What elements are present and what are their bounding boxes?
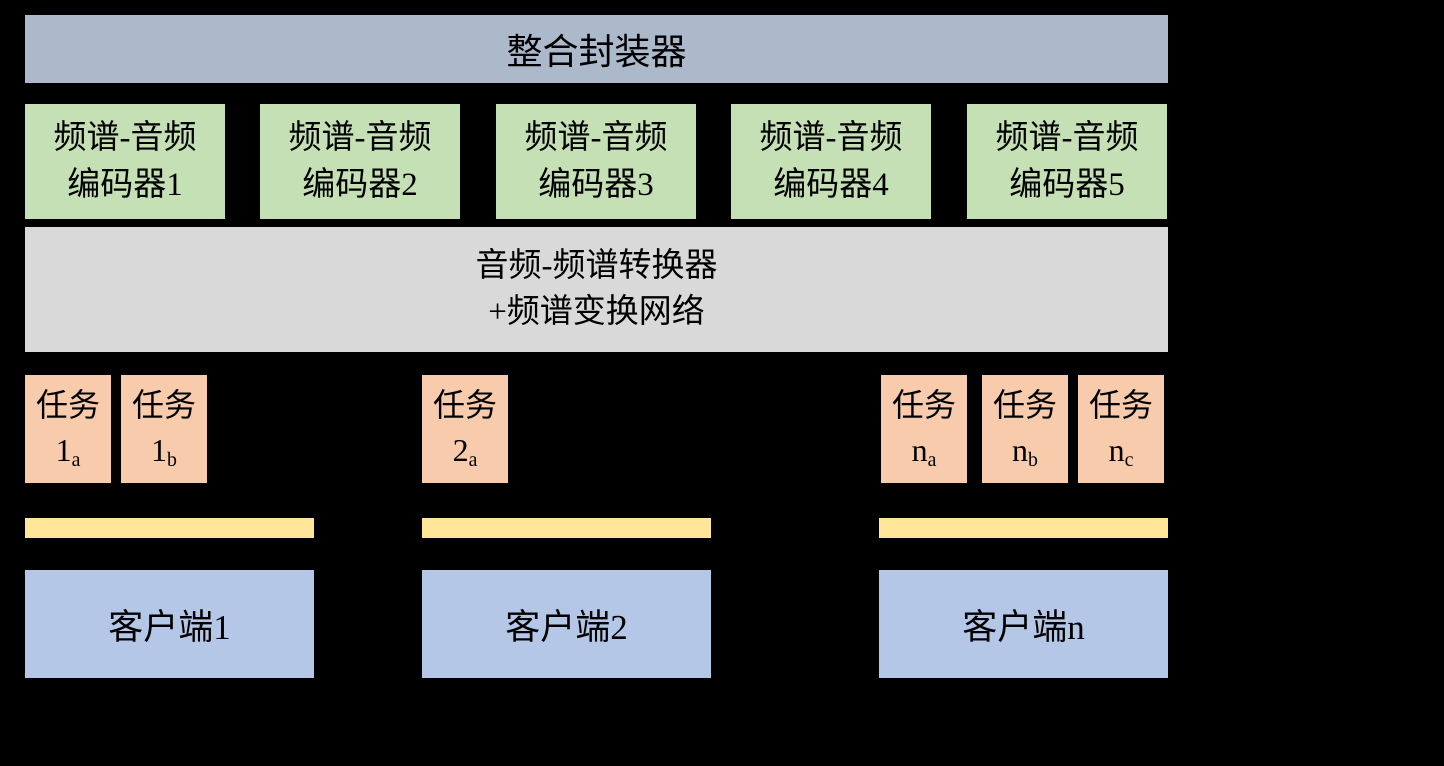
task-label: 任务 [35,387,100,424]
encoder-label-line1: 频谱-音频 [995,119,1139,156]
task-label: 任务 [432,387,497,424]
converter-label-line2: +频谱变换网络 [488,293,705,330]
task-label: 任务 [1088,387,1153,424]
task-id: 1 [151,432,168,469]
task-2a: 任务 2a [422,375,508,483]
client-label: 客户端2 [505,607,628,647]
task-na: 任务 na [881,375,967,483]
encoder-label-line1: 频谱-音频 [288,119,432,156]
encoder-label-line1: 频谱-音频 [759,119,903,156]
audio-spectrum-converter-bar: 音频-频谱转换器 +频谱变换网络 [25,227,1168,352]
task-nc: 任务 nc [1078,375,1164,483]
encoder-label-line2: 编码器2 [302,166,418,203]
spectrum-audio-encoder-1: 频谱-音频 编码器1 [25,104,225,219]
client-1-box: 客户端1 [25,570,314,678]
task-nb: 任务 nb [982,375,1068,483]
task-id: 2 [452,432,469,469]
task-id: 1 [55,432,72,469]
task-id: n [911,432,928,469]
encoder-label-line2: 编码器4 [773,166,889,203]
spectrum-audio-encoder-4: 频谱-音频 编码器4 [731,104,931,219]
integration-wrapper-label: 整合封装器 [506,32,687,72]
task-subscript: a [468,448,478,471]
task-id: n [1108,432,1125,469]
task-subscript: a [927,448,937,471]
client-label: 客户端n [962,607,1085,647]
task-subscript: b [1028,448,1038,471]
spectrum-audio-encoder-3: 频谱-音频 编码器3 [496,104,696,219]
task-id: n [1012,432,1029,469]
task-1b: 任务 1b [121,375,207,483]
task-label: 任务 [131,387,196,424]
task-1a: 任务 1a [25,375,111,483]
spectrum-audio-encoder-5: 频谱-音频 编码器5 [967,104,1167,219]
encoder-label-line1: 频谱-音频 [53,119,197,156]
client-n-box: 客户端n [879,570,1168,678]
clientn-connector-bar [879,518,1168,538]
task-subscript: c [1124,448,1134,471]
integration-wrapper-bar: 整合封装器 [25,15,1168,83]
encoder-label-line1: 频谱-音频 [524,119,668,156]
task-label: 任务 [992,387,1057,424]
client-label: 客户端1 [108,607,231,647]
task-subscript: a [71,448,81,471]
task-label: 任务 [891,387,956,424]
encoder-label-line2: 编码器3 [538,166,654,203]
converter-label-line1: 音频-频谱转换器 [475,247,718,284]
encoder-label-line2: 编码器5 [1009,166,1125,203]
client1-connector-bar [25,518,314,538]
client-2-box: 客户端2 [422,570,711,678]
encoder-label-line2: 编码器1 [67,166,183,203]
task-subscript: b [167,448,177,471]
client2-connector-bar [422,518,711,538]
spectrum-audio-encoder-2: 频谱-音频 编码器2 [260,104,460,219]
